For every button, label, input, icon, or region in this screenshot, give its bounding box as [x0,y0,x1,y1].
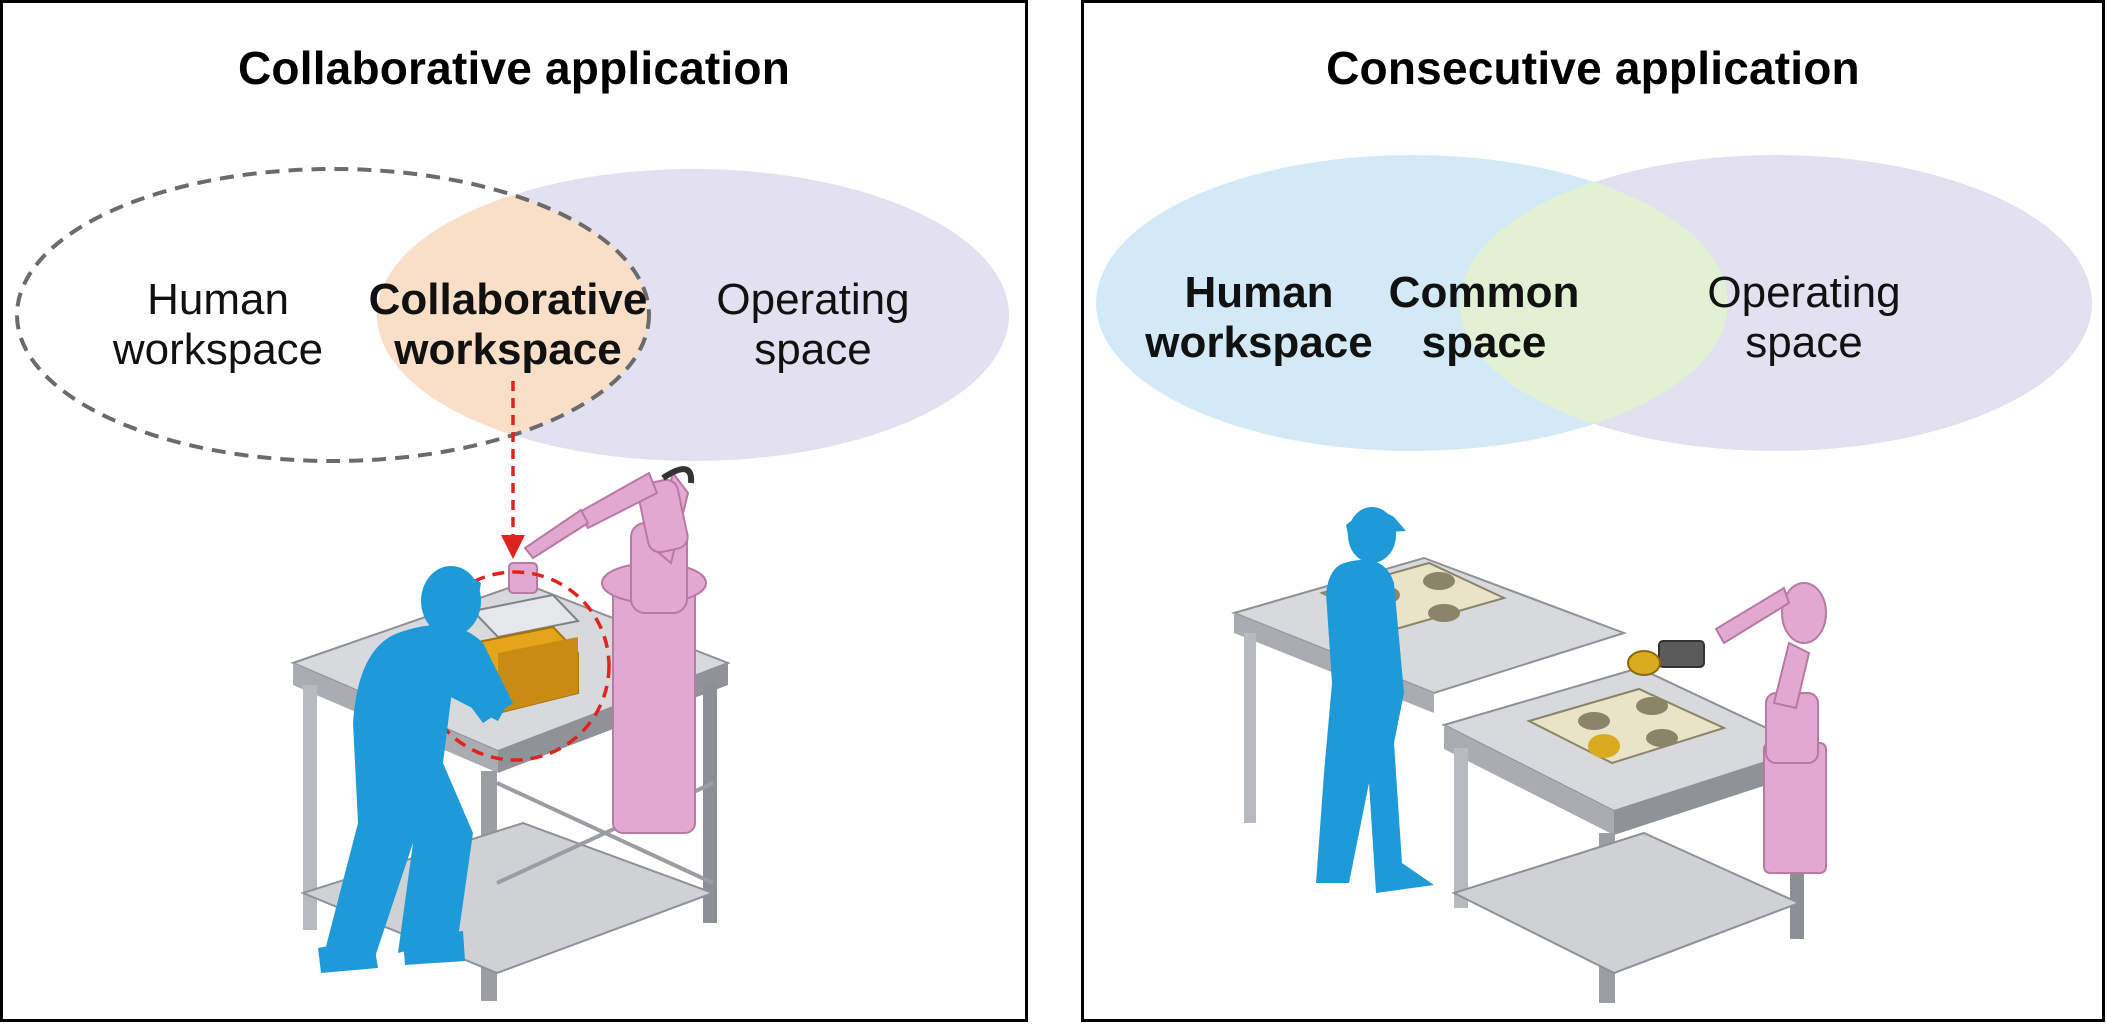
workbench-front [1441,666,1812,1003]
common-space-label: Common space [1388,268,1580,367]
collaboration-zone-circle [419,570,611,762]
collaborative-illustration [15,167,1009,1001]
collaborative-workspace-label: Collaborative workspace [368,275,648,374]
robot-arm [508,466,707,834]
robot-arm [1627,582,1827,874]
common-space-region [1460,155,1728,451]
panel-title: Consecutive application [1326,42,1860,94]
panel-title: Collaborative application [238,42,790,94]
consecutive-illustration [1096,155,2092,1003]
collaboration-arrow [501,381,525,559]
worker-figure [1316,507,1434,893]
worker-figure [318,566,513,973]
consecutive-application-panel: Consecutive application [1081,0,2105,1022]
operating-space-label: Operating space [716,275,910,374]
operating-space-label: Operating space [1707,268,1901,367]
human-workspace-label: Human workspace [1145,268,1373,367]
collaborative-workspace-region [377,169,649,461]
human-workspace-ellipse [15,167,651,463]
human-workspace-label: Human workspace [112,275,324,374]
collaborative-application-panel: Collaborative application [0,0,1028,1022]
